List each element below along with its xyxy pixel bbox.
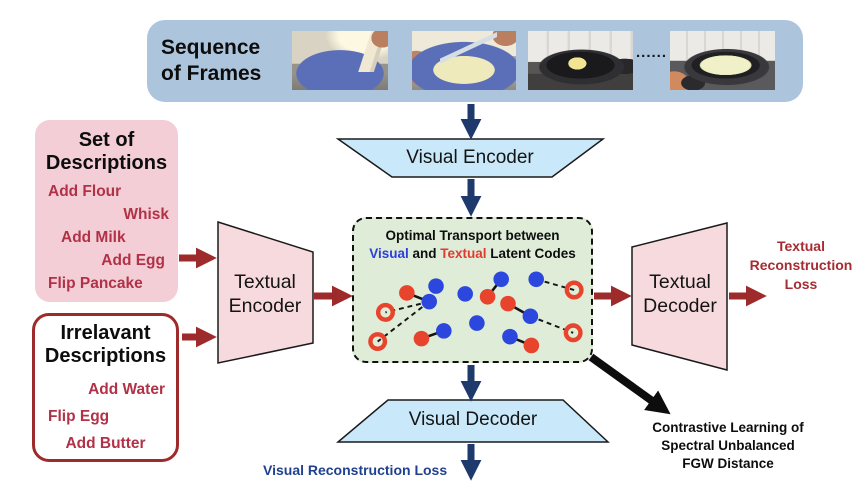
transport-link-dashed [535, 278, 575, 291]
visual-reconstruction-loss-label: Visual Reconstruction Loss [263, 462, 448, 478]
visual-latent-code-dot [502, 328, 518, 345]
title-word-visual: Visual [369, 246, 409, 261]
video-frame-4 [670, 31, 775, 90]
irrelevant-latent-code-dot [368, 332, 388, 352]
visual-latent-code-dot [469, 315, 485, 331]
optimal-transport-box: Optimal Transport between Visual and Tex… [352, 217, 593, 363]
visual-encoder-label: Visual Encoder [406, 147, 534, 168]
visual-latent-code-dot [528, 271, 544, 288]
title-word-textual: Textual [440, 246, 487, 261]
visual-latent-code-dot [522, 308, 539, 325]
textual-latent-code-dot [413, 330, 430, 347]
textual-decoder-label: Textual Decoder [643, 271, 717, 317]
textual-decoder-shape [631, 222, 728, 371]
sequence-of-frames-panel: Sequence of Frames ...... [147, 20, 803, 102]
contrastive-learning-note: Contrastive Learning of Spectral Unbalan… [652, 420, 804, 471]
visual-latent-code-dot [428, 278, 444, 294]
description-item: Add Egg [101, 252, 165, 269]
arrow-ot-to-contrastive-note [588, 353, 671, 415]
visual-latent-code-dot [457, 286, 473, 302]
description-item: Add Water [88, 381, 165, 398]
latent-codes-scatter [368, 271, 584, 354]
irrelevant-latent-code-dot [564, 280, 584, 300]
textual-encoder-label: Textual Encoder [228, 271, 302, 317]
visual-decoder-shape [335, 399, 610, 443]
transport-link-dashed [377, 300, 430, 343]
textual-latent-code-dot [500, 295, 516, 312]
textual-encoder-shape [217, 220, 314, 364]
optimal-transport-title: Optimal Transport between Visual and Tex… [369, 228, 576, 261]
visual-decoder-label: Visual Decoder [408, 409, 538, 430]
video-frame-3 [528, 31, 633, 90]
irrelevant-descriptions-title: Irrelavant Descriptions [44, 322, 167, 367]
textual-reconstruction-loss-label: Textual Reconstruction Loss [749, 238, 853, 292]
irrelevant-descriptions-box: Irrelavant Descriptions Add Water Flip E… [32, 313, 179, 462]
description-item: Flip Egg [48, 408, 110, 425]
visual-latent-code-dot [493, 271, 509, 288]
set-of-descriptions-title: Set of Descriptions [45, 129, 168, 174]
set-of-descriptions-box: Set of Descriptions Add Flour Whisk Add … [35, 120, 178, 302]
textual-latent-code-dot [399, 285, 415, 301]
visual-latent-code-dot [436, 323, 452, 339]
irrelevant-description-list: Add Water Flip Egg Add Butter [35, 376, 176, 457]
video-frame-1 [292, 31, 388, 90]
description-item: Add Flour [48, 183, 122, 200]
visual-latent-code-dot [421, 293, 437, 310]
description-item: Whisk [123, 206, 169, 223]
textual-latent-code-dot [523, 337, 540, 354]
irrelevant-latent-code-dot [375, 302, 395, 322]
description-item: Flip Pancake [48, 275, 143, 292]
description-item: Add Milk [61, 229, 126, 246]
visual-encoder-shape [335, 138, 606, 178]
frames-panel-title: Sequence of Frames [161, 36, 262, 86]
frames-ellipsis: ...... [636, 44, 668, 61]
description-list: Add Flour Whisk Add Milk Add Egg Flip Pa… [35, 180, 178, 295]
textual-latent-code-dot [479, 289, 496, 305]
irrelevant-latent-code-dot [563, 323, 583, 343]
description-item: Add Butter [65, 435, 146, 452]
video-frame-2 [412, 31, 516, 90]
